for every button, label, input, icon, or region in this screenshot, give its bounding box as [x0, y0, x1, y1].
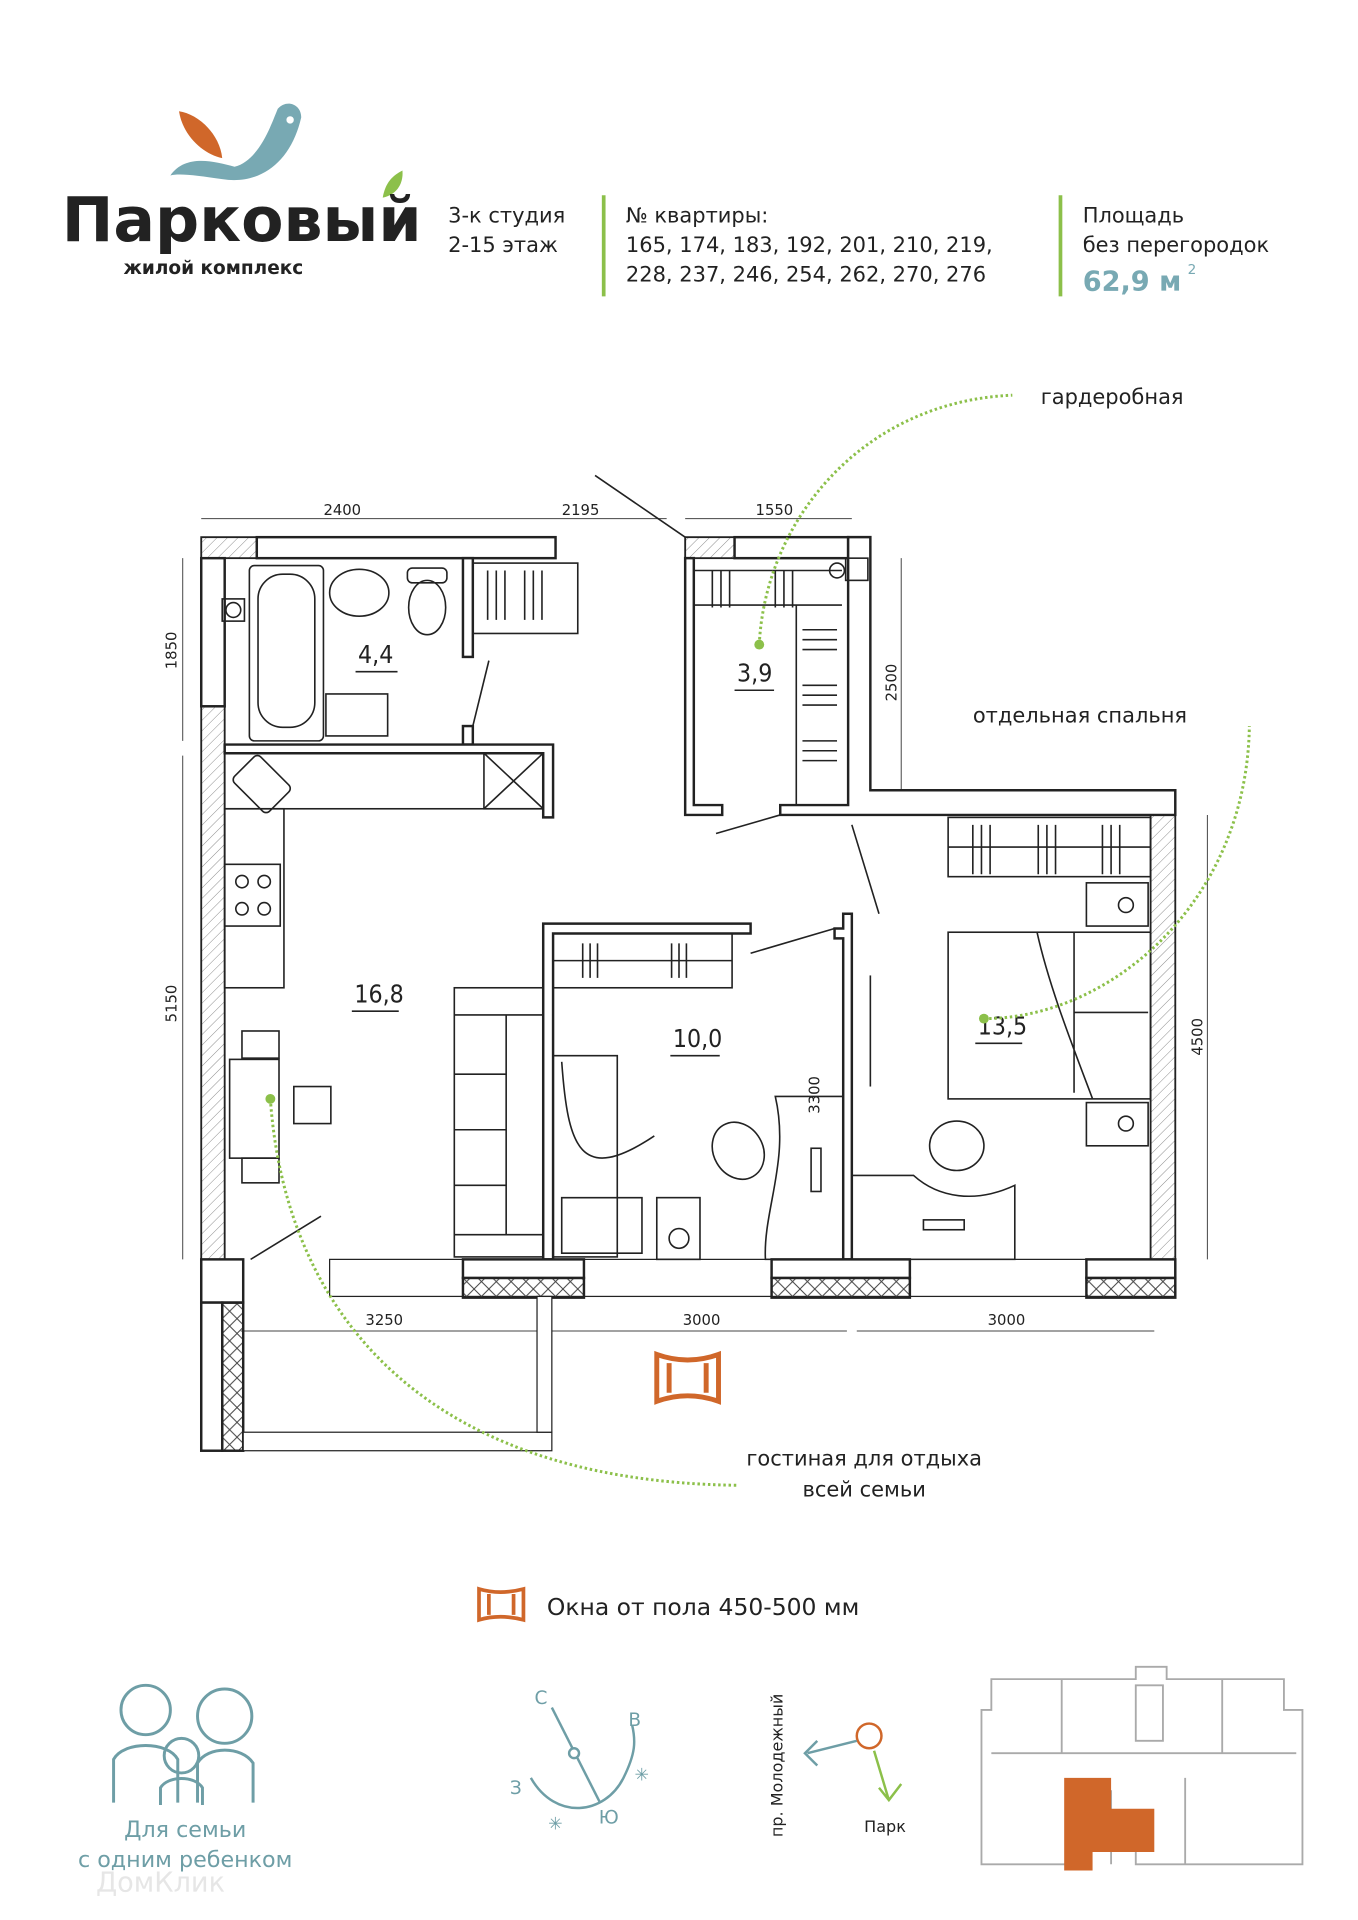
nightstand [655, 1196, 701, 1261]
watermark: ДомКлик [96, 1867, 225, 1898]
window-icon [654, 1350, 721, 1405]
area-label-2: без перегородок [1083, 233, 1269, 257]
family-line-2: с одним ребенком [78, 1847, 292, 1873]
wardrobe-room2 [552, 932, 733, 989]
sink [328, 568, 390, 617]
walls [199, 535, 1177, 1452]
svg-text:✳: ✳ [635, 1765, 649, 1785]
callouts: гардеробная отдельная спальня гостиная д… [265, 385, 1251, 1501]
area-room2: 10,0 [673, 1024, 722, 1053]
street-name: пр. Молодежный [768, 1694, 787, 1837]
arrow-left-icon [803, 1739, 858, 1767]
apartment-type: 3-к студия [448, 203, 565, 227]
compass-e: В [628, 1710, 641, 1731]
park-label: Парк [864, 1817, 906, 1836]
callout-living-2: всей семьи [803, 1477, 926, 1501]
floor-plan: 2400 2195 1550 1850 5150 2500 4500 3300 … [164, 385, 1251, 1501]
total-area: 62,9 м [1083, 266, 1182, 297]
dim-bottom-1: 3250 [365, 1312, 403, 1329]
dim-top-3: 1550 [756, 502, 794, 519]
brand-name: Парковый [62, 184, 422, 256]
dim-inner: 3300 [807, 1076, 824, 1114]
area-bathroom: 4,4 [358, 640, 393, 669]
compass-icon: С В З Ю ✳ ✳ [510, 1688, 649, 1835]
window-icon [477, 1586, 526, 1623]
brand-logo: Парковый жилой комплекс [62, 103, 422, 279]
bed-room2 [552, 1054, 655, 1258]
doors [250, 474, 880, 1261]
brand-subtitle: жилой комплекс [123, 258, 303, 279]
callout-living-1: гостиная для отдыха [746, 1447, 982, 1471]
apartment-info: 3-к студия 2-15 этаж № квартиры: 165, 17… [448, 195, 1269, 297]
apartment-highlight [1064, 1777, 1155, 1871]
sofa [453, 986, 545, 1258]
family-icon: Для семьи с одним ребенком ДомКлик [78, 1683, 292, 1898]
arrow-down-icon [872, 1750, 903, 1803]
room-areas: 4,4 3,9 16,8 10,0 13,5 [351, 640, 1027, 1057]
apartments-list-1: 165, 174, 183, 192, 201, 210, 219, [626, 233, 993, 257]
kitchen-counter [223, 752, 545, 989]
orientation-indicator: пр. Молодежный Парк [768, 1694, 907, 1837]
dim-bottom-2: 3000 [683, 1312, 721, 1329]
dim-left-1: 1850 [164, 632, 181, 670]
building-minimap [980, 1665, 1304, 1871]
double-bed [947, 882, 1152, 1147]
compass-w: З [510, 1778, 522, 1799]
dim-right-1: 2500 [883, 664, 900, 702]
family-line-1: Для семьи [124, 1817, 246, 1843]
dim-bottom-3: 3000 [988, 1312, 1026, 1329]
dim-right-2: 4500 [1189, 1018, 1206, 1056]
wardrobe-shelves [693, 569, 842, 806]
apartments-list-2: 228, 237, 246, 254, 262, 270, 276 [626, 263, 986, 287]
area-wardrobe: 3,9 [737, 659, 772, 688]
legend-windows: Окна от пола 450-500 мм [547, 1593, 859, 1621]
washing-machine [325, 693, 389, 737]
svg-text:✳: ✳ [548, 1815, 562, 1835]
area-living: 16,8 [354, 980, 403, 1009]
desk-room2 [711, 1095, 844, 1261]
area-label-1: Площадь [1083, 203, 1184, 227]
dim-left-2: 5150 [164, 985, 181, 1023]
dim-top-1: 2400 [323, 502, 361, 519]
callout-bedroom: отдельная спальня [973, 703, 1187, 727]
leaf-green-icon [382, 170, 403, 198]
furniture [221, 557, 1152, 1261]
wardrobe-bedroom [947, 816, 1152, 878]
legend: Окна от пола 450-500 мм [477, 1586, 859, 1623]
dimensions: 2400 2195 1550 1850 5150 2500 4500 3300 … [164, 502, 1208, 1332]
wardrobe-bath-side [472, 562, 579, 635]
compass-s: Ю [599, 1808, 619, 1829]
desk-bedroom [851, 975, 1016, 1261]
bird-icon [170, 103, 302, 181]
apartments-label: № квартиры: [626, 203, 768, 227]
toilet [407, 579, 447, 636]
dim-top-2: 2195 [562, 502, 600, 519]
floor-range: 2-15 этаж [448, 233, 558, 257]
callout-wardrobe: гардеробная [1041, 385, 1184, 409]
compass-n: С [535, 1688, 548, 1709]
area-unit-sup: 2 [1188, 262, 1197, 278]
bathtub [248, 564, 325, 742]
leaf-orange-icon [179, 111, 223, 159]
dining-table [228, 1030, 332, 1184]
